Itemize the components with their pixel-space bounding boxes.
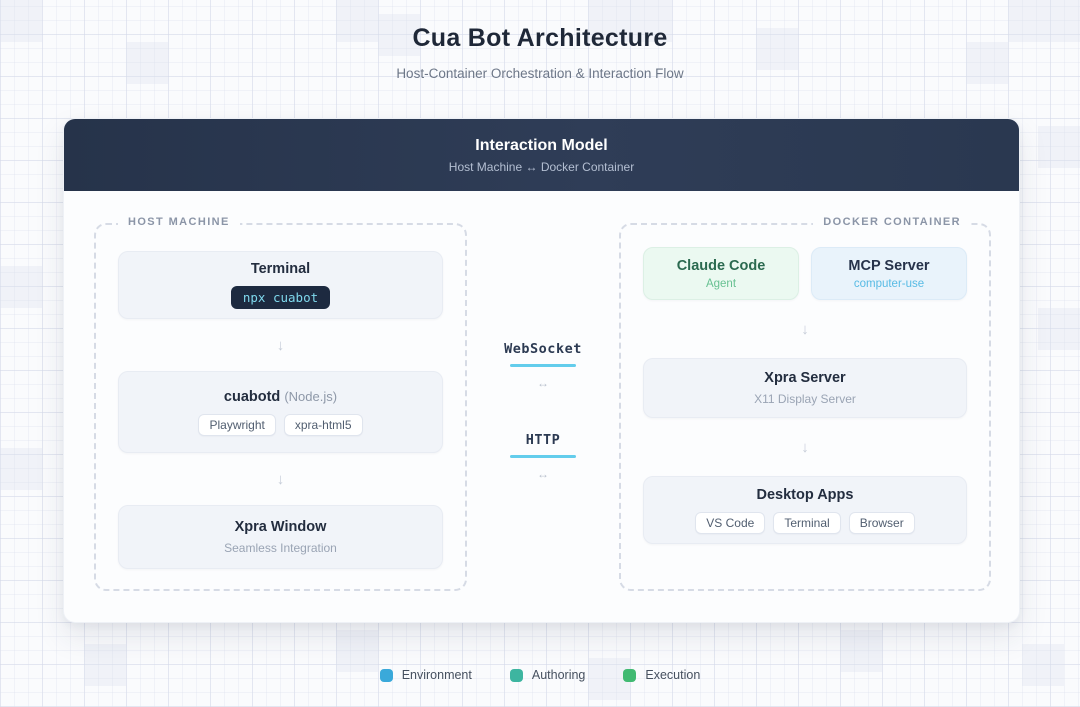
- host-machine-group: HOST MACHINE Terminal npx cuabot ↓ cuabo…: [94, 216, 467, 591]
- grid-patch: [588, 658, 630, 700]
- bidirectional-arrow-icon: ↔: [537, 376, 549, 390]
- websocket-underline: [510, 364, 576, 367]
- grid-patch: [1008, 0, 1080, 42]
- docker-container-group: DOCKER CONTAINER Claude Code Agent MCP S…: [619, 216, 991, 591]
- claude-code-title: Claude Code: [676, 257, 766, 274]
- xpra-server-title: Xpra Server: [764, 370, 846, 386]
- legend-item-environment: Environment: [379, 668, 472, 682]
- chip-terminal: Terminal: [773, 511, 841, 534]
- chip-browser: Browser: [848, 511, 915, 534]
- grid-patch: [0, 0, 42, 42]
- legend-label: Execution: [645, 668, 701, 682]
- grid-patch: [588, 0, 672, 42]
- grid-patch: [84, 644, 126, 686]
- chip-playwright: Playwright: [198, 413, 276, 436]
- grid-patch: [336, 0, 378, 42]
- claude-code-subtitle: Agent: [705, 277, 737, 290]
- mcp-server-node: MCP Server computer-use: [811, 247, 967, 300]
- chip-vs-code: VS Code: [695, 511, 766, 534]
- mcp-server-title: MCP Server: [848, 257, 930, 274]
- page-title: Cua Bot Architecture: [412, 24, 668, 52]
- cuabotd-runtime: (Node.js): [284, 388, 338, 404]
- grid-patch: [336, 630, 378, 672]
- arrow-down-icon: ↓: [801, 438, 809, 456]
- claude-code-node: Claude Code Agent: [643, 247, 799, 300]
- docker-top-row: Claude Code Agent MCP Server computer-us…: [643, 247, 967, 300]
- grid-patch: [756, 28, 798, 70]
- xpra-server-subtitle: X11 Display Server: [754, 392, 856, 406]
- desktop-apps-title: Desktop Apps: [756, 486, 854, 503]
- mcp-server-subtitle: computer-use: [853, 277, 925, 290]
- interaction-model-panel: Interaction Model Host Machine ↔ Docker …: [63, 118, 1020, 623]
- websocket-connection: WebSocket ↔: [467, 341, 619, 390]
- cuabotd-title: cuabotd (Node.js): [224, 389, 337, 405]
- http-label: HTTP: [525, 432, 561, 448]
- arrow-down-icon: ↓: [276, 336, 285, 354]
- panel-subtitle: Host Machine ↔ Docker Container: [448, 159, 635, 174]
- environment-swatch: [379, 668, 393, 682]
- panel-title: Interaction Model: [475, 136, 608, 154]
- legend-item-authoring: Authoring: [509, 668, 586, 682]
- websocket-label: WebSocket: [504, 341, 582, 357]
- terminal-node: Terminal npx cuabot: [118, 251, 443, 319]
- xpra-window-subtitle: Seamless Integration: [224, 541, 337, 555]
- authoring-swatch: [509, 668, 523, 682]
- http-connection: HTTP ↔: [467, 432, 619, 481]
- grid-patch: [378, 14, 420, 56]
- desktop-apps-node: Desktop Apps VS Code Terminal Browser: [643, 476, 967, 544]
- panel-header: Interaction Model Host Machine ↔ Docker …: [64, 119, 1019, 191]
- arrow-down-icon: ↓: [801, 320, 809, 338]
- xpra-server-node: Xpra Server X11 Display Server: [643, 358, 967, 418]
- legend-label: Environment: [401, 668, 472, 682]
- legend-item-execution: Execution: [623, 668, 700, 682]
- xpra-window-node: Xpra Window Seamless Integration: [118, 505, 443, 569]
- grid-patch: [1038, 126, 1080, 168]
- arrow-down-icon: ↓: [276, 470, 285, 488]
- cuabotd-chips: Playwright xpra-html5: [198, 413, 363, 436]
- grid-patch: [966, 42, 1008, 84]
- page-subtitle: Host-Container Orchestration & Interacti…: [396, 66, 684, 81]
- terminal-command-pill: npx cuabot: [230, 286, 331, 309]
- cuabotd-name: cuabotd: [223, 388, 281, 405]
- docker-container-label: DOCKER CONTAINER: [813, 216, 971, 228]
- bidirectional-arrow-icon: ↔: [537, 467, 549, 481]
- grid-patch: [0, 448, 42, 490]
- legend: Environment Authoring Execution: [0, 668, 1080, 682]
- connection-column: WebSocket ↔ HTTP ↔: [467, 341, 619, 481]
- legend-label: Authoring: [531, 668, 586, 682]
- grid-patch: [0, 266, 42, 308]
- host-machine-label: HOST MACHINE: [118, 216, 240, 228]
- grid-patch: [1022, 644, 1064, 686]
- desktop-apps-chips: VS Code Terminal Browser: [695, 511, 915, 534]
- xpra-window-title: Xpra Window: [234, 519, 327, 535]
- execution-swatch: [623, 668, 637, 682]
- grid-patch: [840, 630, 882, 672]
- cuabotd-node: cuabotd (Node.js) Playwright xpra-html5: [118, 371, 443, 453]
- http-underline: [510, 455, 576, 458]
- terminal-title: Terminal: [250, 261, 311, 277]
- grid-patch: [1038, 308, 1080, 350]
- chip-xpra-html5: xpra-html5: [283, 413, 363, 436]
- grid-patch: [126, 42, 168, 84]
